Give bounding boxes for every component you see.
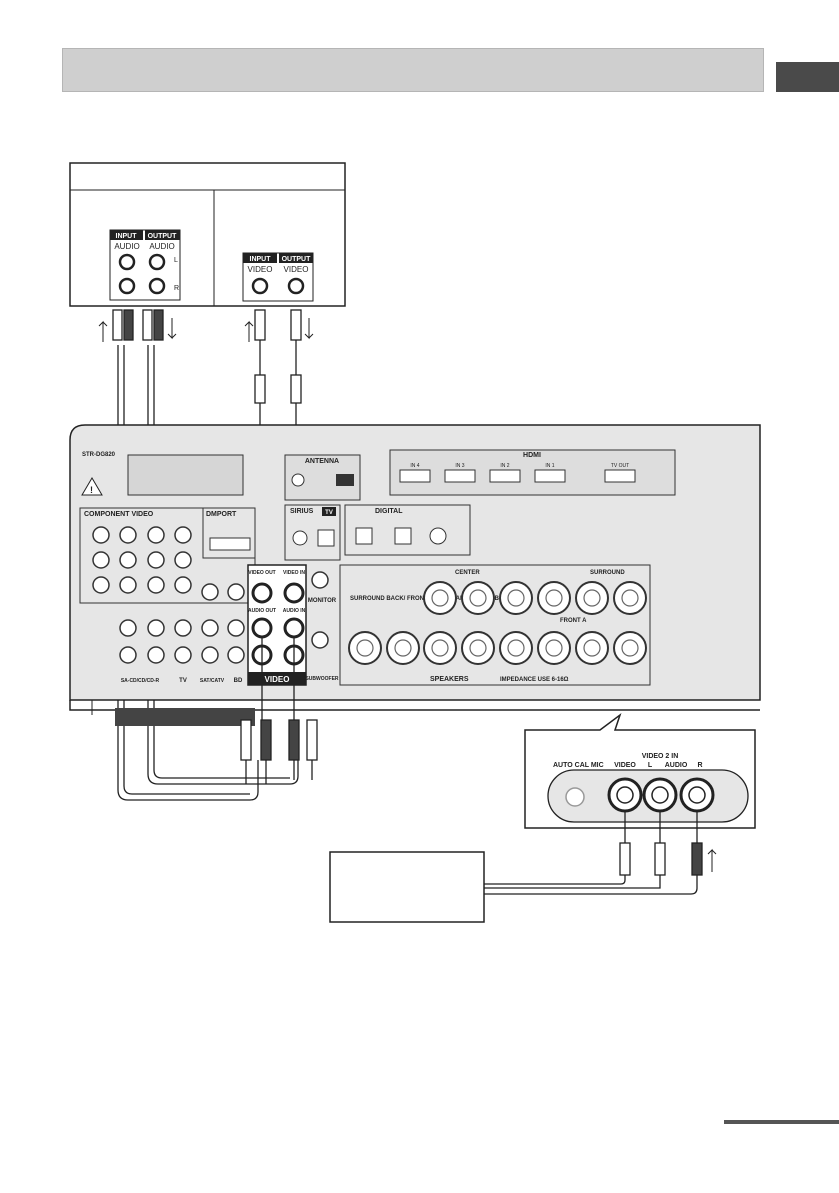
impedance-label: IMPEDANCE USE 6-16Ω <box>500 677 569 683</box>
front-audio-label: AUDIO <box>665 762 688 769</box>
audio-out-r-jack <box>148 277 166 295</box>
audio-input-tag: INPUT <box>116 233 138 240</box>
upper-slot <box>127 454 244 496</box>
hdmi-port-in2 <box>489 469 521 483</box>
sirius-title: SIRIUS <box>290 508 314 515</box>
front-left-label: L <box>648 762 653 769</box>
video-out-label: VIDEO OUT <box>248 570 276 576</box>
audio-out-l-jack <box>148 253 166 271</box>
audio-output-tag: OUTPUT <box>148 233 178 240</box>
digital-title: DIGITAL <box>375 508 403 515</box>
receiver-rear-panel: STR-DG820 ! ANTENNA HDMI COMPONENT VIDEO… <box>69 424 761 726</box>
hdmi-port-in4 <box>399 469 431 483</box>
right-channel-label: R <box>174 285 179 292</box>
warning-icon <box>81 477 103 496</box>
video-out-jack <box>287 277 305 295</box>
component-video-title: COMPONENT VIDEO <box>84 511 154 518</box>
video-output-tag: OUTPUT <box>282 256 312 263</box>
chapter-tab <box>776 62 839 92</box>
front-panel-callout: AUTO CAL MIC VIDEO 2 IN VIDEO L AUDIO R <box>524 712 756 829</box>
section-header-bar <box>62 48 764 92</box>
hdmi-port-label: IN 2 <box>500 463 509 469</box>
audio-input-tag-bg <box>110 230 143 240</box>
center-label: CENTER <box>455 570 480 576</box>
video-jack-column: VIDEO OUT VIDEO IN AUDIO OUT AUDIO IN VI… <box>247 564 307 686</box>
tv-badge: TV <box>325 510 333 516</box>
auto-cal-mic-jack <box>565 787 585 807</box>
hdmi-port-in1 <box>534 469 566 483</box>
video-in-jack <box>251 277 269 295</box>
recorder-device-panel: INPUT OUTPUT AUDIO AUDIO L R INPUT OUTPU… <box>69 162 346 307</box>
surround-label: SURROUND <box>590 570 625 576</box>
bd-label: BD <box>234 678 243 684</box>
audio-in-l-jack <box>118 253 136 271</box>
hdmi-port-label: IN 3 <box>455 463 464 469</box>
video-in-label: VIDEO IN <box>283 570 305 576</box>
hdmi-port-label: TV OUT <box>611 463 629 469</box>
speakers-label: SPEAKERS <box>430 676 469 683</box>
left-channel-label: L <box>174 257 178 264</box>
subwoofer-label: SUBWOOFER <box>305 676 338 682</box>
sirius-block <box>284 504 341 561</box>
receiver-foot <box>115 708 255 726</box>
video-input-tag: INPUT <box>250 256 272 263</box>
front-right-label: R <box>697 762 702 769</box>
audio-output-label: AUDIO <box>149 242 174 251</box>
speaker-terminals: SURROUND BACK/ FRONT HIGH/ BI-AMP/ FRONT… <box>339 564 651 686</box>
video-output-label: VIDEO <box>284 265 309 274</box>
monitor-label: MONITOR <box>308 598 337 604</box>
model-label: STR-DG820 <box>82 452 116 458</box>
audio-plugs-top <box>98 309 177 342</box>
sa-cd-label: SA-CD/CD/CD-R <box>121 678 160 684</box>
audio-output-tag-bg <box>145 230 180 240</box>
sat-catv-label: SAT/CATV <box>200 678 225 684</box>
tv-input-label: TV <box>179 678 187 684</box>
antenna-title: ANTENNA <box>305 458 339 465</box>
audio-input-label: AUDIO <box>114 242 139 251</box>
video-output-tag-bg <box>279 253 313 263</box>
hdmi-port-label: IN 1 <box>545 463 554 469</box>
audio-cables <box>117 345 313 801</box>
dmport-title: DMPORT <box>206 511 237 518</box>
video-input-tag-bg <box>243 253 277 263</box>
external-device-box <box>329 851 485 923</box>
digital-block <box>344 504 471 556</box>
audio-in-r-jack <box>118 277 136 295</box>
hdmi-port-in3 <box>444 469 476 483</box>
audio-plugs-bottom <box>240 637 318 761</box>
hdmi-port-tvout <box>604 469 636 483</box>
front-a-label: FRONT A <box>560 618 587 624</box>
video-badge: VIDEO <box>265 675 290 684</box>
audio-in-label: AUDIO IN <box>283 608 306 614</box>
hdmi-port-label: IN 4 <box>410 463 419 469</box>
front-video-label: VIDEO <box>614 762 636 769</box>
video-input-label: VIDEO <box>248 265 273 274</box>
svg-text:!: ! <box>90 485 93 495</box>
hdmi-title: HDMI <box>523 452 541 459</box>
auto-cal-mic-label: AUTO CAL MIC <box>553 762 604 769</box>
video2-in-label: VIDEO 2 IN <box>642 753 679 760</box>
audio-out-label: AUDIO OUT <box>248 608 276 614</box>
continue-indicator <box>724 1120 839 1124</box>
front-cables <box>484 812 717 895</box>
